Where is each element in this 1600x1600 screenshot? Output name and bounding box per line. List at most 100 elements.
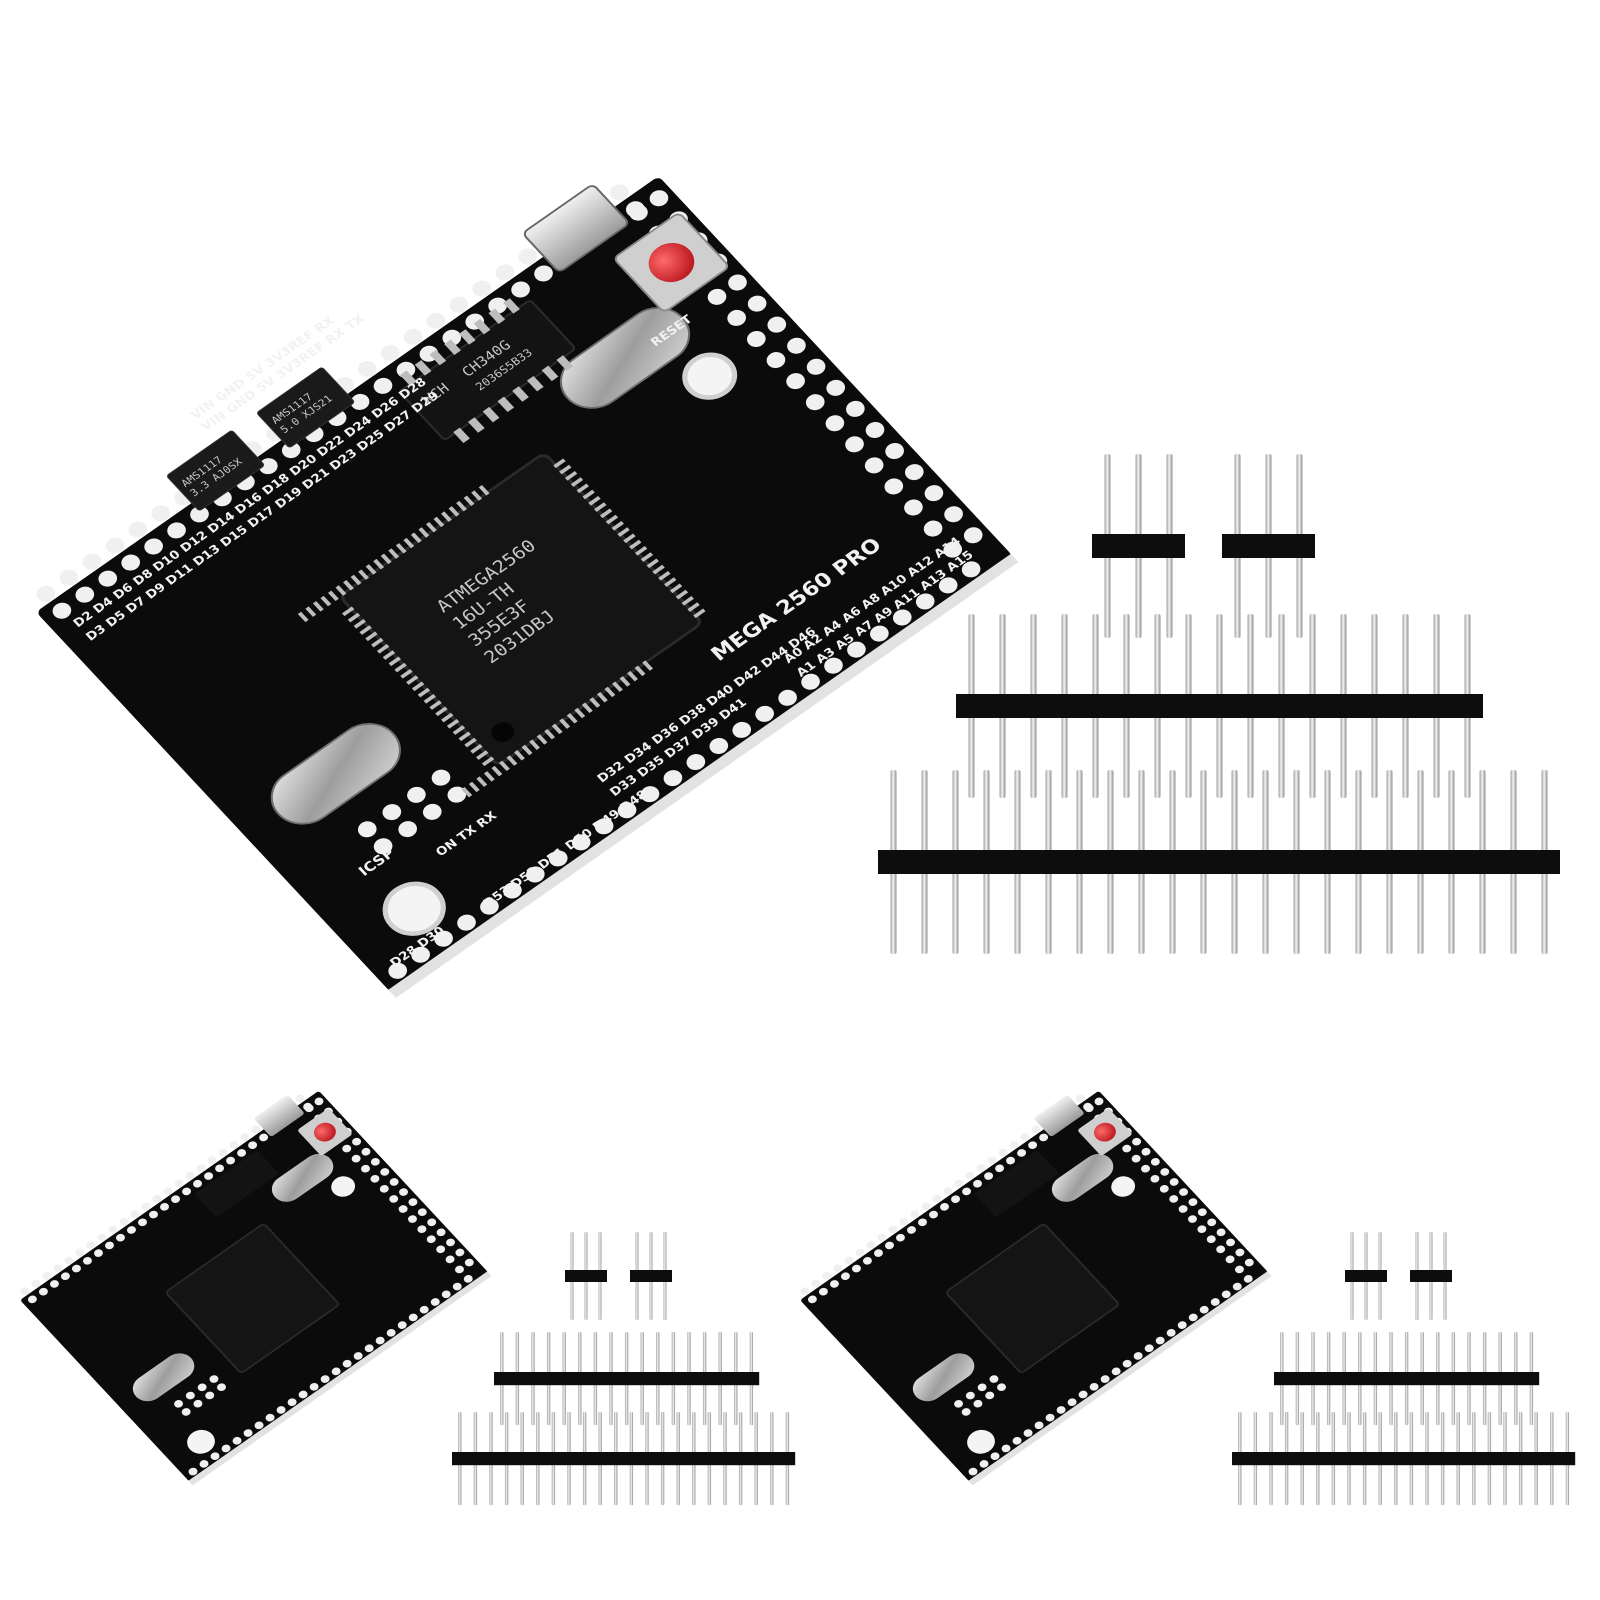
mcu-pin xyxy=(629,539,642,550)
pad xyxy=(663,770,683,787)
mcu-pin xyxy=(605,514,619,525)
pad xyxy=(188,1467,198,1476)
pad xyxy=(309,1382,319,1391)
pad xyxy=(938,577,958,594)
pad xyxy=(193,1399,203,1408)
pad xyxy=(954,1179,964,1188)
mcu-pin xyxy=(588,496,601,506)
pad xyxy=(449,296,469,313)
chip-pin xyxy=(541,365,559,382)
pad xyxy=(1067,1398,1077,1407)
mcu-pin xyxy=(604,686,616,698)
pad xyxy=(1017,1149,1027,1157)
pad xyxy=(27,1295,37,1304)
pad xyxy=(463,1275,473,1283)
usb-serial-chip: WCH CH340G 2036S5B33 xyxy=(399,298,576,444)
header-body xyxy=(1222,534,1315,558)
header-body xyxy=(1345,1270,1387,1282)
pad xyxy=(924,485,944,502)
pad xyxy=(342,1359,352,1368)
chip-pin xyxy=(429,349,447,366)
header-3pin-a xyxy=(565,1232,607,1320)
pad xyxy=(1177,1321,1187,1329)
pad xyxy=(1216,1245,1226,1254)
mcu-pin xyxy=(476,750,489,760)
chip-pin xyxy=(414,360,432,376)
pad xyxy=(1012,1436,1022,1445)
header-body xyxy=(956,694,1483,718)
pad xyxy=(42,1271,52,1280)
pad xyxy=(1207,1218,1217,1227)
pad xyxy=(503,882,522,899)
pad xyxy=(885,443,904,460)
pad xyxy=(640,786,660,803)
pad xyxy=(350,393,370,410)
pad xyxy=(389,1195,399,1203)
pad xyxy=(965,1391,975,1400)
header-body xyxy=(878,850,1560,874)
pad xyxy=(649,190,669,207)
pad xyxy=(98,570,118,587)
pad xyxy=(495,264,515,281)
mcu-pin xyxy=(403,537,415,549)
pad xyxy=(1188,1313,1198,1322)
pad xyxy=(973,1399,983,1408)
pad xyxy=(396,361,416,378)
pad xyxy=(961,561,981,578)
pad xyxy=(130,1210,140,1218)
pad xyxy=(304,1104,314,1113)
pad xyxy=(844,1256,854,1265)
pad xyxy=(442,329,462,346)
mcu-pin xyxy=(320,595,332,607)
mcu-pin xyxy=(498,760,510,772)
pad xyxy=(1206,1235,1216,1244)
pad xyxy=(237,1149,247,1157)
pad xyxy=(985,1391,995,1400)
pad xyxy=(866,1241,876,1249)
pad xyxy=(361,1164,370,1173)
header-3pin-b xyxy=(630,1232,672,1320)
mcu-pin xyxy=(448,506,460,517)
pad xyxy=(357,360,377,377)
pad xyxy=(398,821,417,838)
pad xyxy=(943,541,963,558)
pad xyxy=(548,850,568,867)
pad xyxy=(361,1147,371,1156)
header-body xyxy=(565,1270,607,1282)
pad xyxy=(386,1329,396,1337)
pad xyxy=(215,1164,225,1173)
pad xyxy=(430,1298,440,1306)
pad xyxy=(232,1436,242,1445)
pad xyxy=(287,1398,297,1407)
pad xyxy=(380,1168,390,1176)
pad xyxy=(1006,1156,1016,1165)
pad xyxy=(60,1272,70,1281)
pad xyxy=(686,754,706,771)
pad xyxy=(786,373,805,390)
pad xyxy=(197,1383,207,1392)
mcu-pin xyxy=(423,694,436,704)
pad xyxy=(151,505,171,522)
mcu-pin xyxy=(476,776,488,787)
mcu-pin xyxy=(559,718,571,729)
header-body xyxy=(630,1270,672,1282)
pad xyxy=(1056,1406,1066,1414)
pad xyxy=(31,1279,41,1288)
pad xyxy=(408,1313,418,1322)
mcu-pin xyxy=(596,692,608,703)
mcu-pin xyxy=(627,670,638,682)
pad xyxy=(254,1421,264,1430)
pad xyxy=(121,554,141,571)
mcu-pin xyxy=(559,464,572,475)
chip-pin xyxy=(503,298,520,314)
mcu-pin xyxy=(581,702,593,714)
pad xyxy=(968,1467,978,1476)
pad xyxy=(1133,1352,1143,1360)
pad xyxy=(1179,1188,1189,1196)
pad xyxy=(1232,1282,1242,1291)
pad xyxy=(86,1241,96,1249)
pad xyxy=(1132,1137,1142,1146)
mcu-pin xyxy=(491,765,503,777)
pad xyxy=(320,1375,330,1383)
pad xyxy=(822,1271,832,1280)
